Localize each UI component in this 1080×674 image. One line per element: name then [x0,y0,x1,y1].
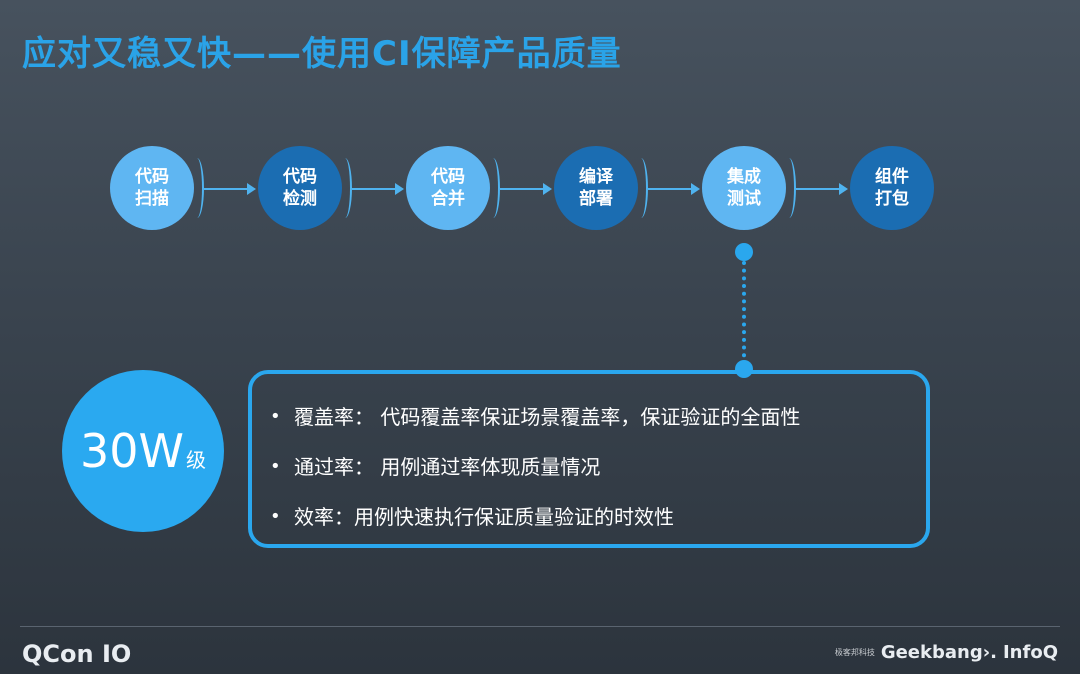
step-label-line1: 代码 [283,167,317,187]
step-label-line1: 代码 [135,167,169,187]
metric-item-coverage: • 覆盖率： 代码覆盖率保证场景覆盖率，保证验证的全面性 [270,392,926,442]
metric-text: 通过率： 用例通过率体现质量情况 [294,455,601,479]
connector-dot-top [735,243,753,261]
flow-arrow [500,183,552,195]
step-arc [486,158,500,218]
step-label-line1: 集成 [727,167,761,187]
dotted-connector [742,261,746,365]
metric-text: 效率：用例快速执行保证质量验证的时效性 [294,505,674,529]
sponsor-logos: 极客邦科技 Geekbang›. InfoQ [835,642,1058,663]
process-flow: 代码 扫描 代码 检测 代码 合并 编译 部署 集成 测试 组件 打包 [110,146,934,378]
metric-text: 覆盖率： 代码覆盖率保证场景覆盖率，保证验证的全面性 [294,405,801,429]
step-label-line1: 组件 [875,167,909,187]
step-label-line2: 检测 [283,189,317,209]
step-code-check: 代码 检测 [258,146,342,230]
step-arc [338,158,352,218]
flow-arrow [648,183,700,195]
footer-divider [20,626,1060,627]
step-arc [634,158,648,218]
metric-item-pass-rate: • 通过率： 用例通过率体现质量情况 [270,442,926,492]
scale-badge: 30W 级 [62,370,224,532]
step-label-line2: 测试 [727,189,761,209]
step-label-line2: 扫描 [135,189,169,209]
badge-value: 30W [79,424,185,478]
flow-arrow [352,183,404,195]
step-integration-test: 集成 测试 [702,146,786,230]
bullet-icon: • [270,506,281,527]
metrics-panel: • 覆盖率： 代码覆盖率保证场景覆盖率，保证验证的全面性 • 通过率： 用例通过… [248,370,930,548]
step-code-scan: 代码 扫描 [110,146,194,230]
slide-title: 应对又稳又快——使用CI保障产品质量 [22,34,622,74]
step-label-line1: 代码 [431,167,465,187]
step-label-line2: 合并 [431,189,465,209]
geekbang-logo: Geekbang›. [880,642,997,663]
flow-arrow [204,183,256,195]
step-label-line1: 编译 [579,167,613,187]
qcon-logo: QCon IO [22,640,132,668]
badge-unit: 级 [186,447,207,472]
bullet-icon: • [270,456,281,477]
geekbang-small-text: 极客邦科技 [834,648,875,657]
step-arc [782,158,796,218]
step-code-merge: 代码 合并 [406,146,490,230]
step-build-deploy: 编译 部署 [554,146,638,230]
step-component-package: 组件 打包 [850,146,934,230]
flow-arrow [796,183,848,195]
step-label-line2: 部署 [579,189,613,209]
metric-item-efficiency: • 效率：用例快速执行保证质量验证的时效性 [270,492,926,542]
step-arc [190,158,204,218]
metrics-list: • 覆盖率： 代码覆盖率保证场景覆盖率，保证验证的全面性 • 通过率： 用例通过… [252,374,926,542]
bullet-icon: • [270,406,281,427]
infoq-logo: InfoQ [1002,642,1058,663]
step-label-line2: 打包 [875,189,909,209]
